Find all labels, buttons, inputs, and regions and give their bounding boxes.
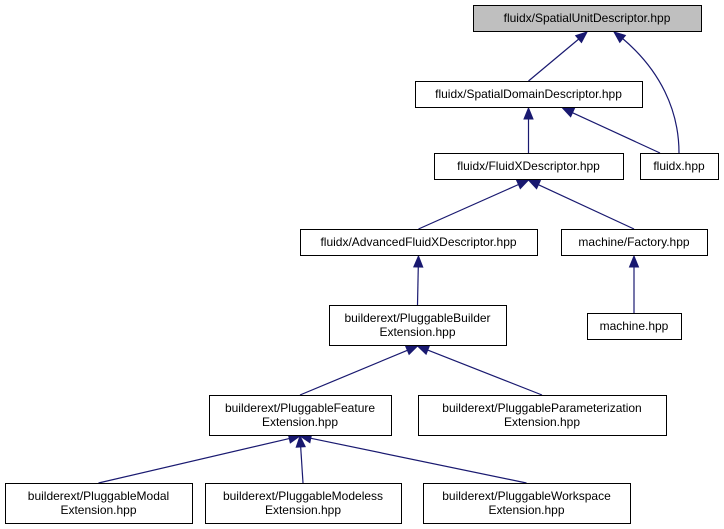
node-label: fluidx/SpatialDomainDescriptor.hpp (435, 87, 622, 101)
node-box (329, 305, 507, 346)
node-label: fluidx.hpp (653, 159, 705, 173)
node-box (418, 395, 667, 436)
edge-line (571, 111, 661, 154)
edge-adv_fluidx-to-fluidx_desc (418, 179, 530, 230)
arrow-head (612, 31, 627, 44)
node-box (640, 153, 719, 180)
node-label: builderext/PluggableBuilder (344, 311, 490, 325)
edge-spatial_domain-to-spatial_unit (528, 31, 589, 82)
node-box (415, 81, 643, 108)
arrow-head (561, 107, 576, 118)
arrow-head (404, 345, 419, 356)
arrow-head (515, 179, 530, 190)
node-modeless_ext[interactable]: builderext/PluggableModelessExtension.hp… (205, 483, 402, 524)
arrow-head (523, 106, 534, 120)
arrow-head (574, 31, 589, 44)
node-label: machine.hpp (600, 319, 669, 333)
node-box (434, 153, 624, 180)
edge-line (299, 349, 409, 396)
node-box (5, 483, 193, 524)
node-box (423, 483, 631, 524)
edge-line (537, 183, 635, 230)
edges-layer (98, 31, 680, 484)
arrow-head (628, 254, 640, 268)
nodes-layer: fluidx/SpatialUnitDescriptor.hpp fluidx/S… (5, 5, 719, 524)
edge-modal_ext-to-feature_ext (98, 433, 302, 484)
node-label: builderext/PluggableFeature (225, 401, 375, 415)
node-factory[interactable]: machine/Factory.hpp (561, 229, 708, 256)
edge-builder_ext-to-adv_fluidx (413, 254, 424, 306)
arrow-head (527, 179, 542, 190)
node-box (205, 483, 402, 524)
edge-line (309, 437, 527, 484)
edge-fluidx_desc-to-spatial_domain (523, 106, 534, 153)
edge-feature_ext-to-builder_ext (299, 345, 419, 396)
edge-factory-to-fluidx_desc (527, 179, 635, 230)
edge-line (528, 38, 580, 82)
node-label: Extension.hpp (60, 503, 136, 517)
node-param_ext[interactable]: builderext/PluggableParameterizationExte… (418, 395, 667, 436)
node-label: Extension.hpp (504, 415, 580, 429)
node-label: builderext/PluggableWorkspace (442, 489, 611, 503)
node-box (473, 5, 702, 32)
node-fluidx_hpp[interactable]: fluidx.hpp (640, 153, 719, 180)
edge-line (98, 437, 291, 484)
node-spatial_domain[interactable]: fluidx/SpatialDomainDescriptor.hpp (415, 81, 643, 108)
node-label: builderext/PluggableParameterization (442, 401, 641, 415)
edge-machine_hpp-to-factory (628, 254, 640, 313)
node-label: fluidx/AdvancedFluidXDescriptor.hpp (320, 235, 516, 249)
edge-fluidx_hpp-to-spatial_unit (612, 31, 680, 154)
node-label: builderext/PluggableModal (28, 489, 169, 503)
node-label: machine/Factory.hpp (578, 235, 689, 249)
node-spatial_unit[interactable]: fluidx/SpatialUnitDescriptor.hpp (473, 5, 702, 32)
node-adv_fluidx[interactable]: fluidx/AdvancedFluidXDescriptor.hpp (300, 229, 538, 256)
node-label: Extension.hpp (379, 325, 455, 339)
node-box (300, 229, 538, 256)
node-label: Extension.hpp (262, 415, 338, 429)
node-label: builderext/PluggableModeless (223, 489, 383, 503)
node-fluidx_desc[interactable]: fluidx/FluidXDescriptor.hpp (434, 153, 624, 180)
arrow-head (416, 345, 431, 356)
edge-line (621, 37, 680, 154)
node-label: fluidx/SpatialUnitDescriptor.hpp (504, 11, 671, 25)
arrow-head (295, 434, 306, 448)
edge-fluidx_hpp-to-spatial_domain (561, 107, 661, 154)
node-label: Extension.hpp (265, 503, 341, 517)
node-label: Extension.hpp (488, 503, 564, 517)
edge-modeless_ext-to-feature_ext (295, 434, 306, 484)
edge-line (416, 265, 419, 306)
edge-line (418, 183, 520, 230)
node-box (561, 229, 708, 256)
node-box (587, 313, 682, 340)
arrow-head (413, 254, 424, 268)
node-label: fluidx/FluidXDescriptor.hpp (457, 159, 600, 173)
edge-param_ext-to-builder_ext (416, 345, 543, 396)
edge-line (300, 445, 304, 484)
node-workspace_ext[interactable]: builderext/PluggableWorkspaceExtension.h… (423, 483, 631, 524)
edge-workspace_ext-to-feature_ext (298, 433, 527, 484)
edge-line (426, 349, 543, 396)
node-machine_hpp[interactable]: machine.hpp (587, 313, 682, 340)
node-box (209, 395, 392, 436)
